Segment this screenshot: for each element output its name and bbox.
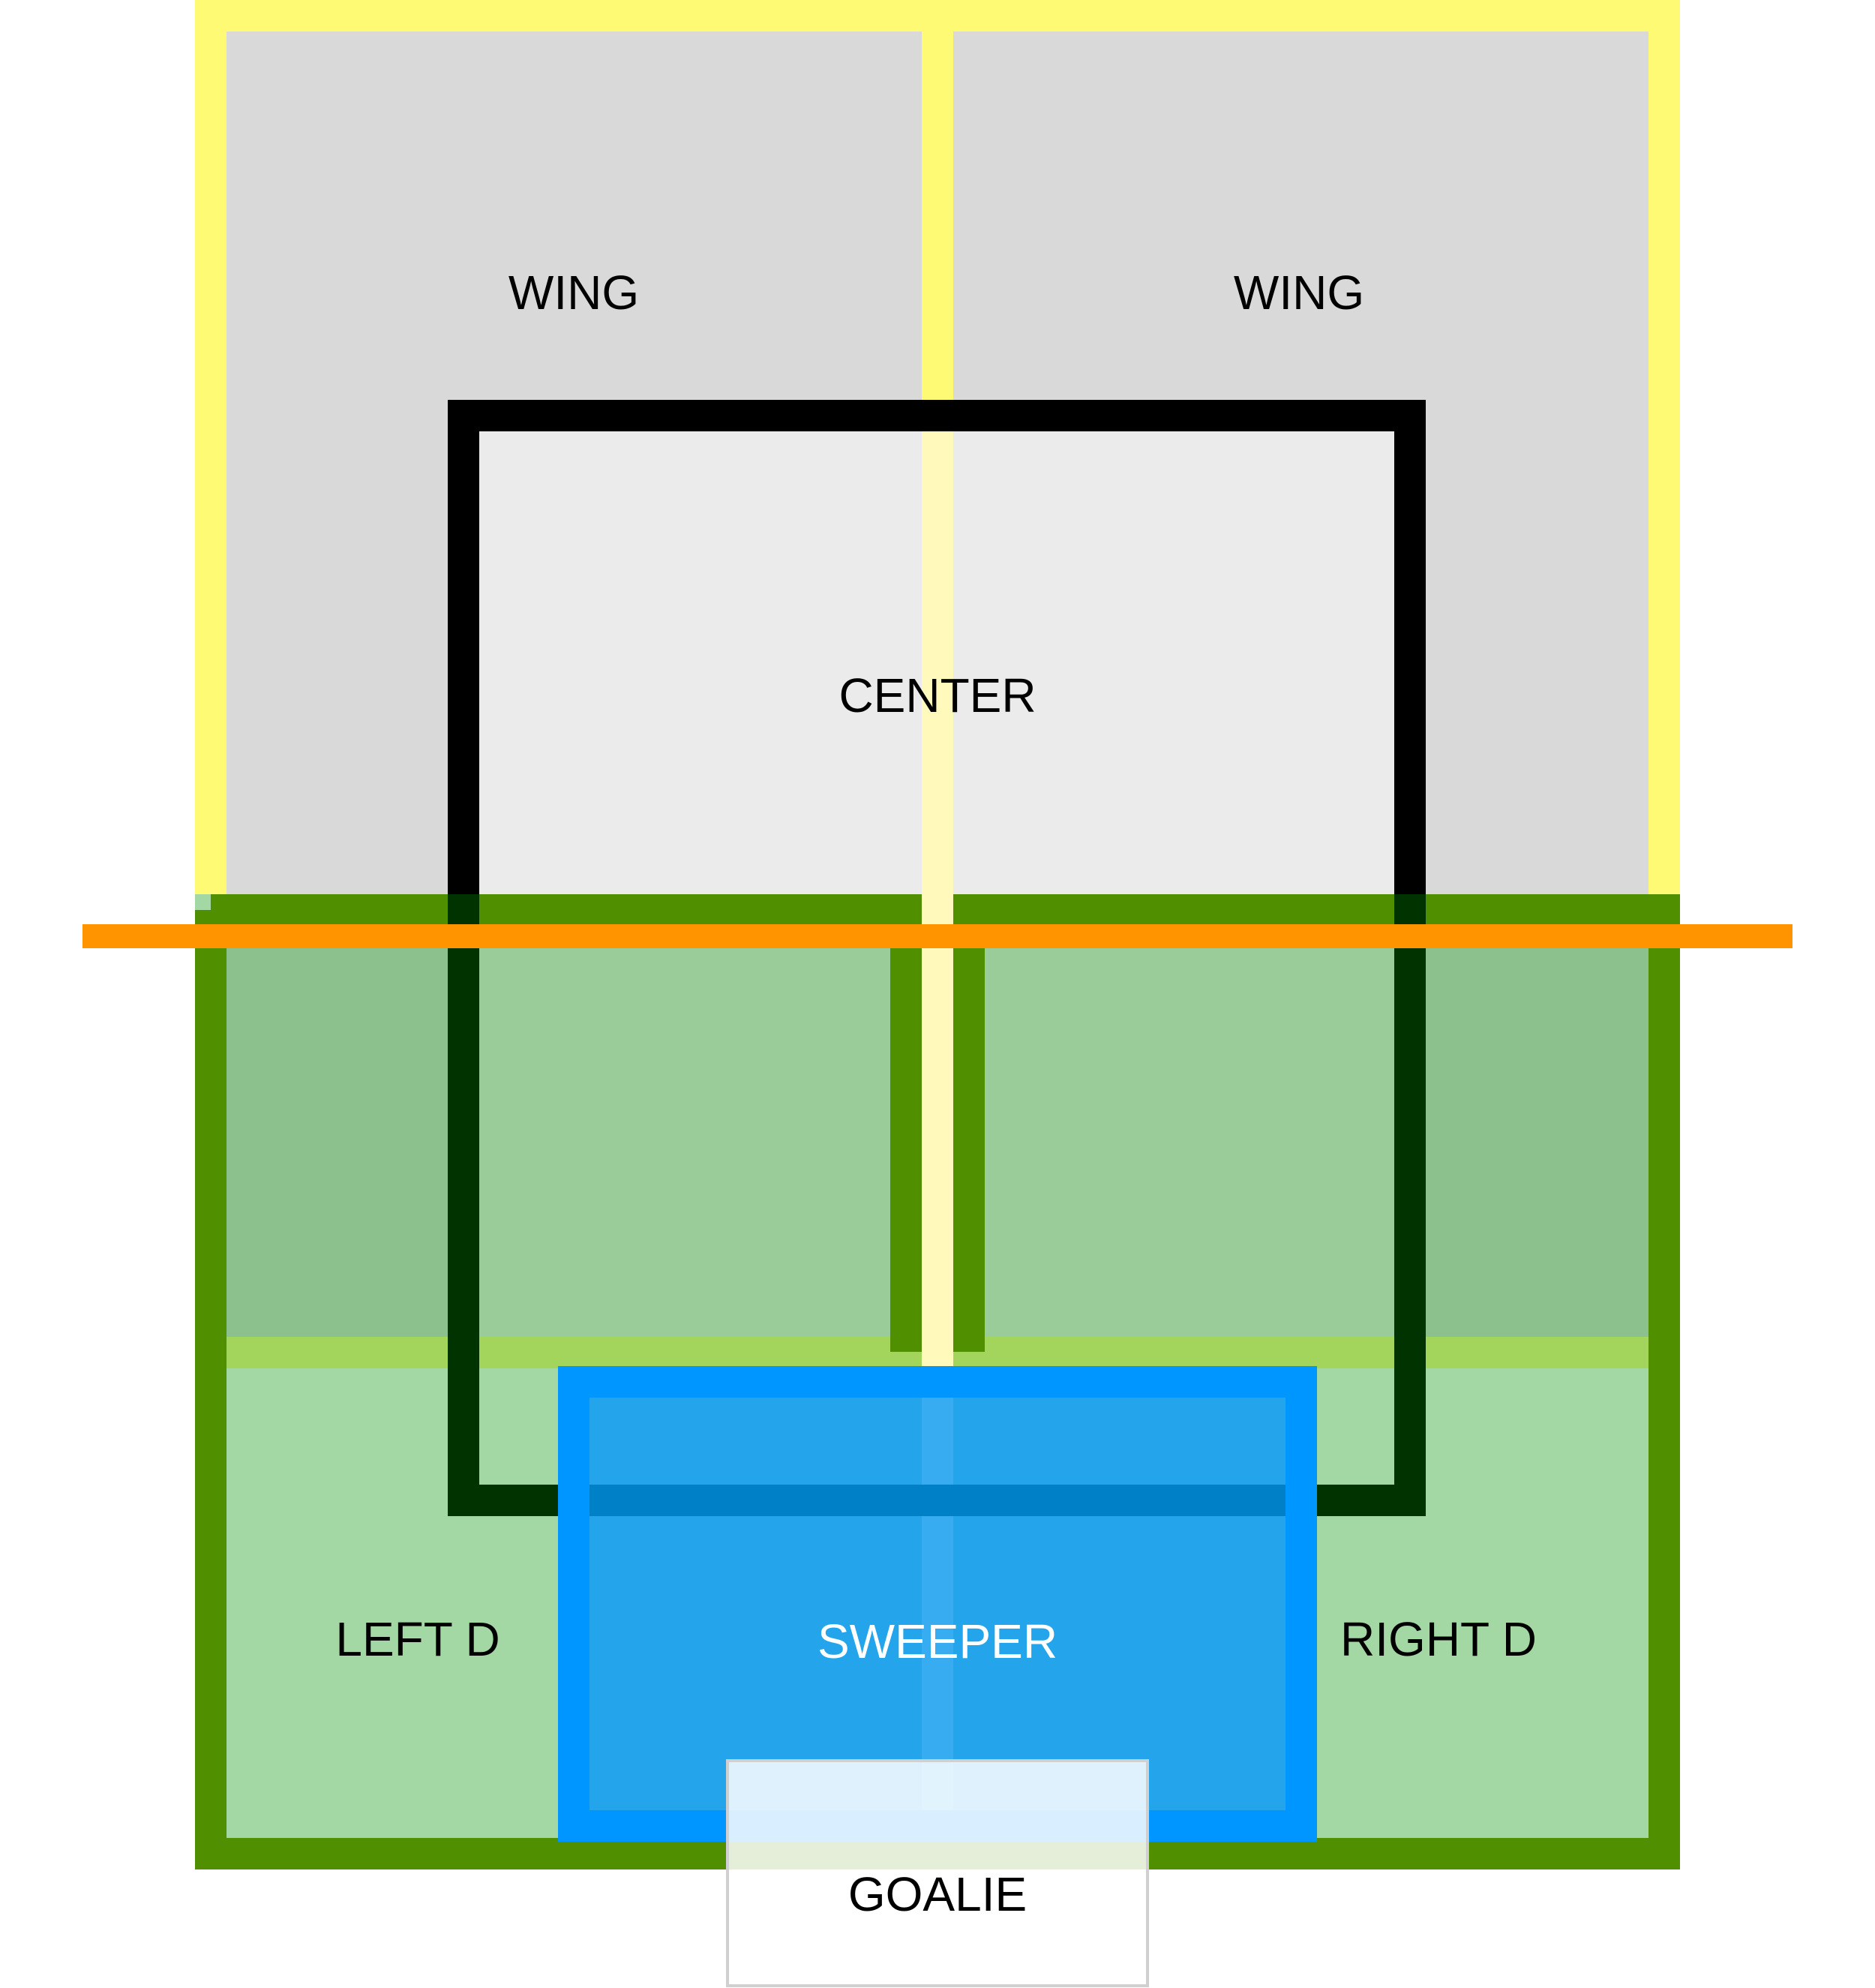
goalie-zone [726,1759,1149,1987]
right-d-border [938,894,1680,1869]
wing-right-label: WING [1234,266,1364,320]
right-d-label: RIGHT D [1340,1612,1537,1666]
center-label: CENTER [838,668,1036,722]
left-d-border [195,894,938,1869]
sweeper-label: SWEEPER [818,1614,1058,1668]
goalie-label: GOALIE [848,1867,1027,1921]
center-divider-light [922,424,953,900]
left-d-label: LEFT D [335,1612,500,1666]
center-border-upper [448,400,1426,894]
wing-left-label: WING [508,266,639,320]
